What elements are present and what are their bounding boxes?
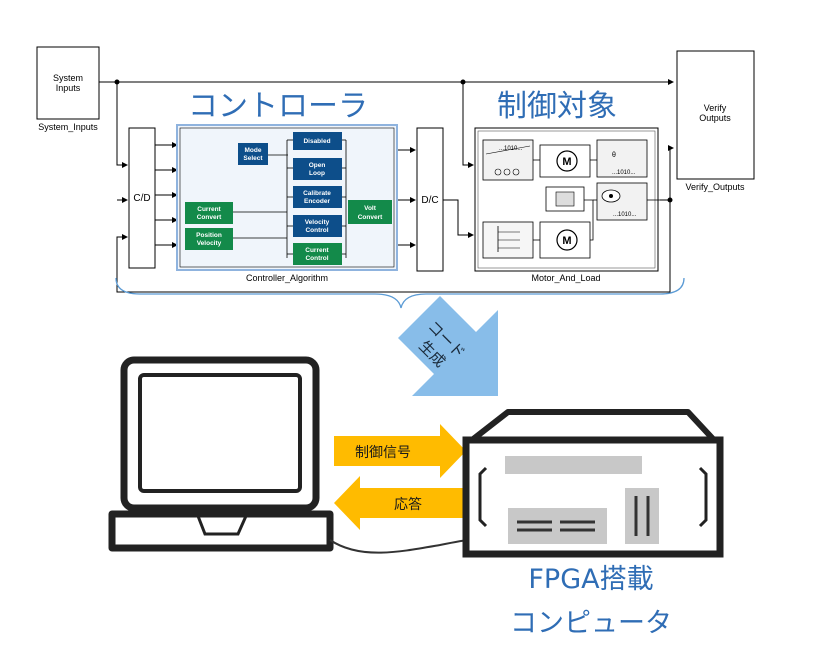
controller-caption: Controller_Algorithm (246, 273, 328, 283)
svg-text:Current: Current (305, 247, 329, 254)
svg-text:Mode: Mode (245, 147, 262, 154)
verify-outputs-caption: Verify_Outputs (685, 182, 745, 192)
svg-text:Velocity: Velocity (197, 240, 222, 247)
svg-text:Convert: Convert (358, 214, 383, 221)
response-arrow: 応答 (334, 476, 466, 530)
laptop-icon (108, 356, 334, 552)
cd-block: C/D (128, 127, 156, 269)
controller-title: コントローラ (188, 89, 368, 124)
svg-text:Current: Current (197, 206, 221, 213)
current-control-block: Current Control (293, 243, 342, 265)
svg-text:C/D: C/D (133, 193, 150, 204)
current-convert-block: Current Convert (185, 202, 233, 224)
svg-text:Position: Position (196, 232, 222, 239)
position-velocity-block: Position Velocity (185, 228, 233, 250)
svg-text:Outputs: Outputs (699, 113, 731, 123)
svg-text:Disabled: Disabled (303, 138, 330, 145)
plant-title: 制御対象 (497, 89, 617, 124)
verify-outputs-block: Verify Outputs (676, 50, 755, 180)
system-inputs-caption: System_Inputs (38, 122, 98, 132)
bracket (115, 277, 685, 309)
control-signal-arrow: 制御信号 (334, 424, 466, 478)
mode-select-block: Mode Select (238, 143, 268, 165)
codegen-arrow (398, 296, 498, 396)
svg-text:制御信号: 制御信号 (355, 445, 411, 461)
motor-and-load-block: ...1010... M θ ...1010... ...1010... M (474, 127, 660, 272)
svg-text:Volt: Volt (364, 205, 377, 212)
svg-text:Convert: Convert (197, 214, 222, 221)
svg-text:M: M (562, 235, 571, 247)
svg-text:...1010...: ...1010... (612, 170, 636, 176)
svg-text:...1010...: ...1010... (499, 146, 523, 152)
plant-caption: Motor_And_Load (531, 273, 600, 283)
svg-text:D/C: D/C (421, 195, 438, 206)
svg-text:System: System (53, 73, 83, 83)
svg-text:応答: 応答 (394, 496, 422, 513)
fpga-computer-icon (462, 409, 724, 558)
cable (329, 539, 469, 554)
disabled-block: Disabled (293, 132, 342, 150)
system-inputs-block: System Inputs (36, 46, 100, 120)
svg-text:M: M (562, 156, 571, 168)
svg-text:θ: θ (612, 152, 616, 159)
svg-text:Encoder: Encoder (304, 198, 330, 205)
velocity-control-block: Velocity Control (293, 215, 342, 237)
calibrate-encoder-block: Calibrate Encoder (293, 186, 342, 208)
fpga-caption-line2: コンピュータ (510, 608, 672, 639)
svg-text:...1010...: ...1010... (613, 212, 637, 218)
svg-text:Calibrate: Calibrate (303, 190, 331, 197)
svg-text:Inputs: Inputs (56, 83, 81, 93)
svg-text:Control: Control (305, 255, 328, 262)
open-loop-block: Open Loop (293, 158, 342, 180)
svg-text:Control: Control (305, 227, 328, 234)
svg-text:Verify: Verify (704, 103, 727, 113)
svg-text:Open: Open (309, 162, 326, 169)
svg-text:Velocity: Velocity (305, 219, 330, 226)
fpga-caption-line1: FPGA搭載 (528, 564, 654, 595)
signal-lines (99, 79, 674, 293)
volt-convert-block: Volt Convert (348, 200, 392, 224)
svg-text:Select: Select (243, 155, 263, 162)
dc-block: D/C (416, 127, 444, 272)
svg-text:Loop: Loop (309, 170, 325, 177)
